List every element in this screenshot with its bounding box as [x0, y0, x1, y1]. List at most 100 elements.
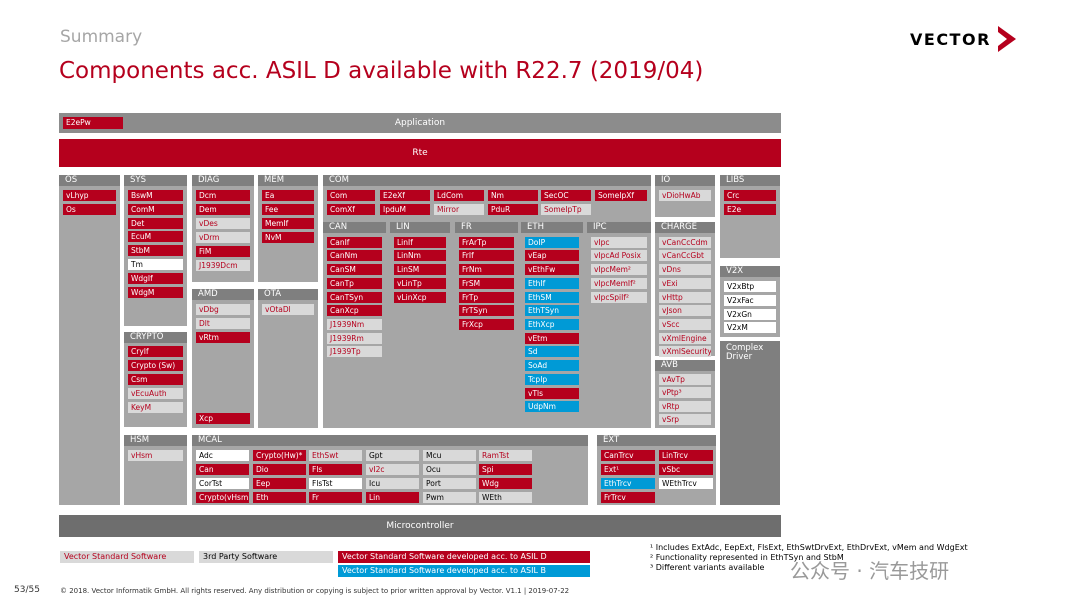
module: vSbc: [659, 464, 713, 475]
module: Eth: [253, 492, 306, 503]
logo-text: VECTOR: [910, 30, 991, 49]
module: vScc: [659, 319, 711, 330]
module: J1939Nm: [327, 319, 382, 330]
module: DoIP: [525, 237, 579, 248]
module: CanTp: [327, 278, 382, 289]
crypto-header: CRYPTO: [124, 332, 187, 343]
legend-asil-b: Vector Standard Software developed acc. …: [338, 565, 590, 577]
module: Dcm: [196, 190, 250, 201]
module: vXmlSecurity: [659, 346, 711, 357]
module: ComM: [128, 204, 183, 215]
module: Nm: [488, 190, 538, 201]
module: V2xBtp: [724, 281, 776, 292]
module: vIpcMem²: [591, 264, 647, 275]
module: CanTSyn: [327, 292, 382, 303]
module: Crypto(vHsm): [196, 492, 249, 503]
module: Xcp: [196, 413, 250, 424]
module: LinNm: [394, 250, 446, 261]
complex-driver-block: [720, 341, 780, 505]
rte-label: Rte: [412, 148, 428, 158]
os-block: [59, 175, 120, 505]
module: CanTrcv: [601, 450, 655, 461]
module: Port: [423, 478, 476, 489]
module: Crc: [724, 190, 776, 201]
module: J1939Dcm: [196, 260, 250, 271]
module: Mcu: [423, 450, 476, 461]
module: CanIf: [327, 237, 382, 248]
module: CanXcp: [327, 305, 382, 316]
module: FrNm: [459, 264, 514, 275]
module: vLhyp: [63, 190, 116, 201]
module: WEthTrcv: [659, 478, 713, 489]
module: IpduM: [380, 204, 430, 215]
module: EthSwt: [309, 450, 362, 461]
module: vOtaDl: [262, 304, 314, 315]
module: FlsTst: [309, 478, 362, 489]
module: Com: [327, 190, 375, 201]
module: BswM: [128, 190, 183, 201]
module: vIpcAd Posix: [591, 250, 647, 261]
v2x-header: V2X: [720, 266, 780, 277]
microcontroller-label: Microcontroller: [386, 521, 454, 531]
module: EthXcp: [525, 319, 579, 330]
lin-header: LIN: [390, 222, 450, 233]
module: KeyM: [128, 402, 183, 413]
module: SoAd: [525, 360, 579, 371]
module: vEap: [525, 250, 579, 261]
module: Ocu: [423, 464, 476, 475]
module: Dlt: [196, 318, 250, 329]
module: CryIf: [128, 346, 183, 357]
module: WdgIf: [128, 273, 183, 284]
module: FrTSyn: [459, 305, 514, 316]
module: SomeIpTp: [541, 204, 591, 215]
module: vI2c: [366, 464, 419, 475]
eth-header: ETH: [521, 222, 583, 233]
application-label: Application: [394, 118, 446, 128]
module: FiM: [196, 246, 250, 257]
module: FrSM: [459, 278, 514, 289]
module: Can: [196, 464, 249, 475]
module: vJson: [659, 305, 711, 316]
module: UdpNm: [525, 401, 579, 412]
module: Gpt: [366, 450, 419, 461]
module: E2eXf: [380, 190, 430, 201]
module: Pwm: [423, 492, 476, 503]
module: vIpc: [591, 237, 647, 248]
module: vCanCcCdm: [659, 237, 711, 248]
module: E2e: [724, 204, 776, 215]
module: SecOC: [541, 190, 591, 201]
module: vAvTp: [659, 374, 711, 385]
module: vRtm: [196, 332, 250, 343]
module: Lin: [366, 492, 419, 503]
module: Ea: [262, 190, 314, 201]
module: EcuM: [128, 231, 183, 242]
module: V2xM: [724, 322, 776, 333]
module: vIpcMemIf²: [591, 278, 647, 289]
module: FrTp: [459, 292, 514, 303]
module: Os: [63, 204, 116, 215]
legend-asil-d: Vector Standard Software developed acc. …: [338, 551, 590, 563]
watermark: 公众号 · 汽车技研: [790, 559, 950, 583]
module: Wdg: [479, 478, 532, 489]
module: Mirror: [434, 204, 484, 215]
module: vHttp: [659, 292, 711, 303]
ext-header: EXT: [597, 435, 716, 446]
rte-layer: Rte: [59, 139, 781, 167]
module: CanSM: [327, 264, 382, 275]
fr-header: FR: [455, 222, 518, 233]
module: Crypto (Sw): [128, 360, 183, 371]
mem-header: MEM: [258, 175, 318, 186]
module: vTls: [525, 388, 579, 399]
hsm-block: [124, 435, 187, 505]
module: Ext¹: [601, 464, 655, 475]
module: Adc: [196, 450, 249, 461]
module: TcpIp: [525, 374, 579, 385]
module: Dem: [196, 204, 250, 215]
module: SomeIpXf: [595, 190, 647, 201]
module: EthTrcv: [601, 478, 655, 489]
module: V2xFac: [724, 295, 776, 306]
module: vDbg: [196, 304, 250, 315]
com-header: COM: [323, 175, 651, 186]
module: vEthFw: [525, 264, 579, 275]
module: LdCom: [434, 190, 484, 201]
